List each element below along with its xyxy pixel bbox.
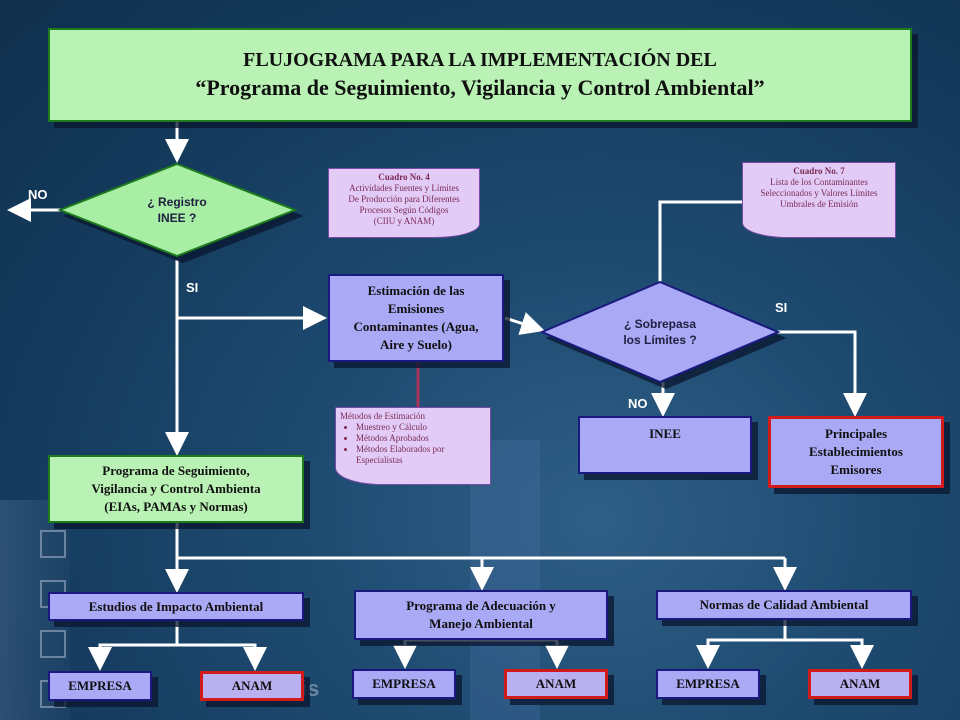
empresa-box-1: EMPRESA <box>48 671 152 701</box>
estimacion-emisiones-box: Estimación de las Emisiones Contaminante… <box>328 274 504 362</box>
label-no-bottom: NO <box>628 396 648 411</box>
metodos-item: Métodos Aprobados <box>356 433 486 444</box>
connector-si-right <box>775 330 867 417</box>
normas-calidad-box: Normas de Calidad Ambiental <box>656 590 912 620</box>
connector-estudios-split <box>88 620 179 671</box>
connector-normas-split <box>696 620 787 669</box>
metodos-item: Muestreo y Cálculo <box>356 422 486 433</box>
empresa-box-2: EMPRESA <box>352 669 456 699</box>
decision-sobrepasa-limites-shape <box>539 280 781 384</box>
title-line-1: FLUJOGRAMA PARA LA IMPLEMENTACIÓN DEL <box>243 49 717 71</box>
programa-seguimiento-box: Programa de Seguimiento, Vigilancia y Co… <box>48 455 304 523</box>
connector-decision-to-cuadro7 <box>658 200 742 282</box>
anam-box-3: ANAM <box>808 669 912 699</box>
note-metodos-estimacion: Métodos de Estimación Muestreo y Cálculo… <box>335 407 491 485</box>
decision-registro-inee-shape <box>57 162 298 258</box>
decision-sobrepasa-limites: ¿ Sobrepasa los Límites ? <box>623 317 697 347</box>
programa-adecuacion-box: Programa de Adecuación y Manejo Ambienta… <box>354 590 608 640</box>
anam-box-1: ANAM <box>200 671 304 701</box>
note-cuadro-4: Cuadro No. 4 Actividades Fuentes y Límit… <box>328 168 480 238</box>
estudios-impacto-box: Estudios de Impacto Ambiental <box>48 592 304 621</box>
empresa-box-3: EMPRESA <box>656 669 760 699</box>
label-si-right: SI <box>775 300 788 315</box>
label-si-left: SI <box>186 280 199 295</box>
principales-establecimientos-box: Principales Establecimientos Emisores <box>768 416 944 488</box>
decision-registro-inee: ¿ Registro INEE ? <box>147 195 207 225</box>
inee-box: INEE <box>578 416 752 474</box>
title-line-2: “Programa de Seguimiento, Vigilancia y C… <box>195 75 765 100</box>
connector-estimacion-to-decision <box>504 312 545 335</box>
anam-box-2: ANAM <box>504 669 608 699</box>
metodos-item: Métodos Elaborados por Especialistas <box>356 444 486 466</box>
label-no-left: NO <box>28 187 48 202</box>
title-box: FLUJOGRAMA PARA LA IMPLEMENTACIÓN DEL “P… <box>48 28 912 122</box>
note-cuadro-7: Cuadro No. 7 Lista de los Contaminantes … <box>742 162 896 238</box>
